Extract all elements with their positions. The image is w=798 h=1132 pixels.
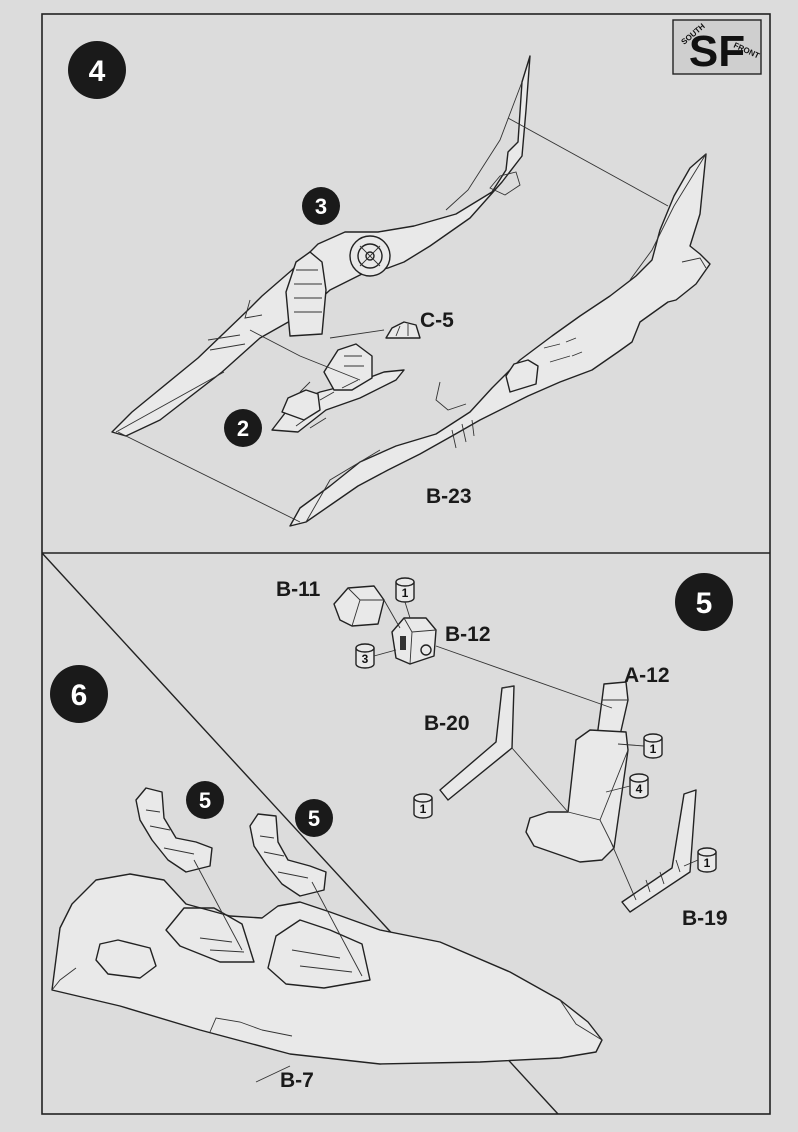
sub-step-2-number: 2 <box>237 416 249 441</box>
ejection-seat-front <box>135 787 213 873</box>
qty-b11: 1 <box>395 577 415 603</box>
qty-a12: 1 <box>643 733 663 759</box>
brand-logo: SF SOUTH FRONT <box>672 19 762 76</box>
fuselage-main-b23 <box>289 153 711 527</box>
leader-line-qty <box>373 601 699 867</box>
leader-line-nose <box>117 431 301 523</box>
qty-b19: 1 <box>697 847 717 873</box>
step-5-badge: 5 <box>675 573 733 631</box>
cockpit-tub <box>271 343 405 433</box>
ejection-seat-rear <box>249 813 327 897</box>
leader-line-tail <box>507 117 669 207</box>
nose-section <box>51 873 603 1065</box>
leader-line-b12 <box>435 645 613 709</box>
step-5-number: 5 <box>696 587 713 620</box>
label-a12: A-12 <box>624 664 670 687</box>
fuselage-half-left <box>111 55 531 437</box>
qty-b20-text: 1 <box>420 802 427 816</box>
seat-assembly-1-number: 5 <box>199 788 211 813</box>
part-b12 <box>391 617 437 665</box>
leader-line-seat-rear <box>311 881 363 977</box>
step-4-number: 4 <box>89 55 106 88</box>
sub-step-3-number: 3 <box>315 194 327 219</box>
part-c5 <box>385 321 421 339</box>
leader-line-c5 <box>329 329 385 339</box>
part-b19 <box>621 789 697 913</box>
part-b20 <box>439 685 515 801</box>
label-b12: B-12 <box>445 623 491 646</box>
qty-b12: 3 <box>355 643 375 669</box>
label-c5: C-5 <box>420 309 454 332</box>
label-b19: B-19 <box>682 907 728 930</box>
part-b11 <box>333 585 385 627</box>
qty-b11-text: 1 <box>402 586 409 600</box>
label-b20: B-20 <box>424 712 470 735</box>
sub-step-3-badge: 3 <box>302 187 340 225</box>
step-6-badge: 6 <box>50 665 108 723</box>
page-frame <box>41 13 771 1115</box>
leader-line-b7 <box>255 1065 291 1083</box>
label-b11: B-11 <box>276 578 321 601</box>
step-4-badge: 4 <box>68 41 126 99</box>
qty-b20: 1 <box>413 793 433 819</box>
label-b23: B-23 <box>426 485 472 508</box>
seat-assembly-badge-2: 5 <box>295 799 333 837</box>
qty-seat-text: 4 <box>636 782 643 796</box>
seat-assembly-2-number: 5 <box>308 806 320 831</box>
qty-b12-text: 3 <box>362 652 369 666</box>
qty-b19-text: 1 <box>704 856 711 870</box>
leader-line-frame <box>249 329 361 381</box>
seat-assembly-badge-1: 5 <box>186 781 224 819</box>
sub-step-2-badge: 2 <box>224 409 262 447</box>
logo-monogram: SF <box>689 27 745 76</box>
qty-a12-text: 1 <box>650 742 657 756</box>
part-seat <box>525 729 629 863</box>
step-6-number: 6 <box>71 679 88 712</box>
label-b7: B-7 <box>280 1069 314 1092</box>
qty-seat: 4 <box>629 773 649 799</box>
leader-line-seat-front <box>193 859 243 951</box>
leader-line-seat <box>511 747 637 901</box>
leader-line-b11 <box>383 599 401 629</box>
